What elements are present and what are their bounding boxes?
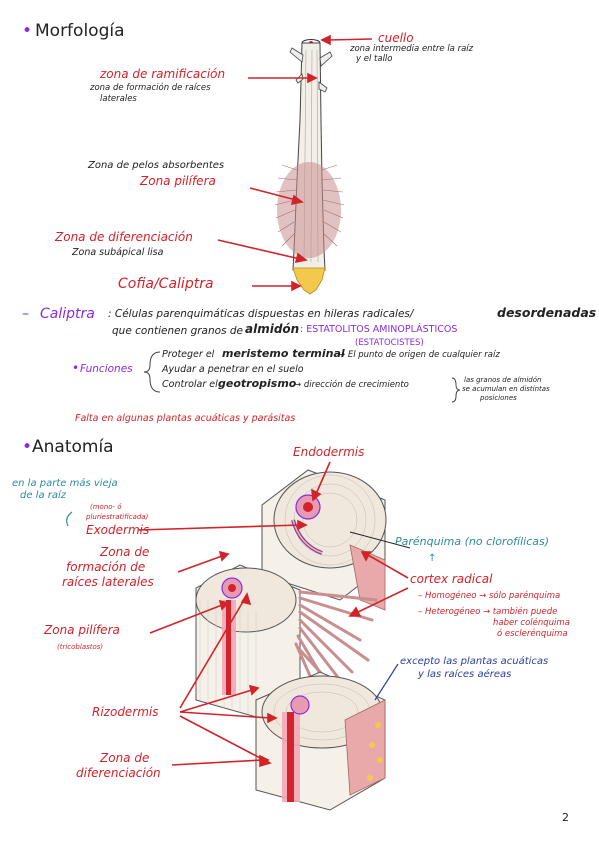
diferenciacion-anatomy-1: Zona de	[100, 751, 150, 765]
pilifera-anatomy-label: Zona pilífera	[44, 623, 120, 637]
caliptra-title: Caliptra	[40, 306, 95, 322]
anatomy-arrows	[137, 461, 409, 768]
funcion-3-note-2: se acumulan en distintas	[462, 385, 550, 393]
caliptra-almidon: almidón	[245, 322, 300, 336]
exodermis-label: Exodermis	[86, 523, 150, 537]
funcion-3a: Controlar el	[162, 379, 218, 390]
ramificacion-desc-1: zona de formación de raíces	[90, 83, 211, 93]
heterogeneo-3: ó esclerénquima	[497, 629, 568, 639]
morphology-arrows	[217, 34, 373, 292]
funcion-1b: meristemo terminal	[222, 347, 345, 360]
caliptra-dash: –	[22, 306, 29, 322]
formacion-1: Zona de	[100, 545, 150, 559]
diferenciacion-anatomy-2: diferenciación	[76, 766, 161, 780]
pelos-label: Zona de pelos absorbentes	[88, 160, 225, 171]
caliptra-estatocistes: (ESTATOCISTES)	[355, 338, 424, 348]
formacion-2: formación de	[66, 560, 146, 574]
heterogeneo-label: – Heterogéneo → también puede	[418, 607, 558, 617]
root-anatomy-drawing	[195, 469, 387, 811]
parenquima-arrow: ↑	[428, 553, 437, 564]
funcion-3-note-1: las granos de almidón	[464, 376, 542, 384]
cofia-label: Cofia/Caliptra	[118, 276, 214, 292]
morfologia-title: Morfología	[35, 21, 125, 41]
funcion-1c: → El punto de origen de cualquier raíz	[338, 350, 500, 360]
section-bullet-2: •	[22, 437, 33, 457]
tricoblastos-label: (tricoblastos)	[57, 643, 104, 651]
anatomia-title: Anatomía	[32, 437, 114, 457]
diferenciacion-label: Zona de diferenciación	[55, 230, 193, 244]
ramificacion-desc-2: laterales	[100, 94, 137, 104]
rizodermis-label: Rizodermis	[92, 705, 159, 719]
cortex-label: cortex radical	[410, 572, 493, 586]
parenquima-label: Parénquima (no clorofílicas)	[395, 535, 550, 548]
page-number: 2	[562, 811, 569, 824]
funcion-2: Ayudar a penetrar en el suelo	[162, 364, 304, 375]
formacion-3: raíces laterales	[62, 575, 154, 589]
funciones-bullet: •	[72, 361, 80, 375]
funcion-3b: geotropismo	[218, 377, 297, 390]
mono-1: (mono- ó	[90, 503, 122, 511]
falta-note: Falta en algunas plantas acuáticas y par…	[75, 413, 296, 424]
caliptra-desordenadas: desordenadas	[497, 305, 597, 320]
pilifera-label: Zona pilífera	[140, 174, 216, 188]
cuello-label: cuello	[378, 31, 414, 45]
vieja-1: en la parte más vieja	[12, 478, 118, 489]
caliptra-estatolitos: : ESTATOLITOS AMINOPLÁSTICOS	[300, 324, 458, 335]
vieja-2: de la raíz	[20, 490, 67, 501]
excepto-1: excepto las plantas acuáticas	[400, 656, 549, 667]
section-bullet: •	[22, 21, 33, 41]
funcion-1a: Proteger el	[162, 349, 215, 360]
funciones-label: Funciones	[80, 363, 133, 375]
ramificacion-label: zona de ramificación	[100, 67, 226, 81]
cuello-desc-1: zona intermedia entre la raíz	[350, 44, 474, 54]
heterogeneo-2: haber colénquima	[493, 618, 570, 628]
cuello-desc-2: y el tallo	[356, 54, 393, 64]
root-morphology-drawing	[274, 39, 345, 295]
subapical-label: Zona subápical lisa	[72, 247, 164, 258]
funcion-3-note-3: posiciones	[480, 394, 517, 402]
homogeneo-label: – Homogéneo → sólo parénquima	[418, 591, 561, 601]
funcion-3c: → dirección de crecimiento	[294, 380, 409, 390]
mono-2: pluriestratificada)	[86, 513, 149, 521]
excepto-2: y las raíces aéreas	[418, 669, 512, 680]
teal-arrow	[66, 511, 73, 527]
caliptra-line2a: que contienen granos de	[112, 325, 243, 337]
caliptra-line1: : Células parenquimáticas dispuestas en …	[108, 308, 414, 320]
endodermis-label: Endodermis	[293, 445, 365, 459]
